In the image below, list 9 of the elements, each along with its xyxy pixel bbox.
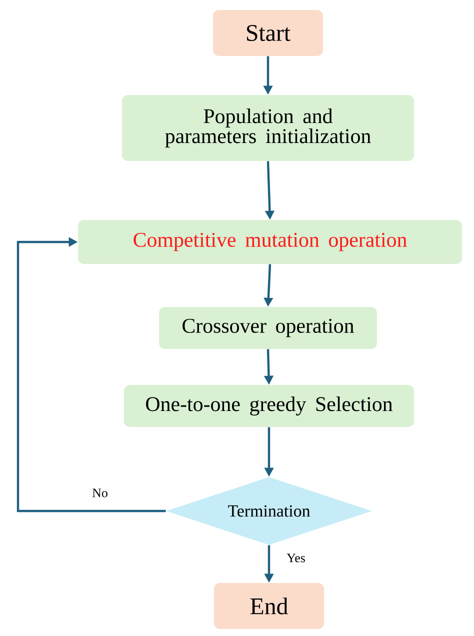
process-box: Population and parameters initialization: [122, 95, 414, 161]
edge-label: No: [91, 488, 109, 498]
process-box: Crossover operation: [159, 307, 377, 349]
process-box: Start: [213, 10, 323, 56]
process-box: End: [214, 583, 324, 629]
arrow: [16, 237, 166, 512]
process-box: Competitive mutation operation: [78, 220, 462, 264]
process-box: One-to-one greedy Selection: [124, 385, 414, 427]
edge-label: Yes: [286, 552, 306, 564]
